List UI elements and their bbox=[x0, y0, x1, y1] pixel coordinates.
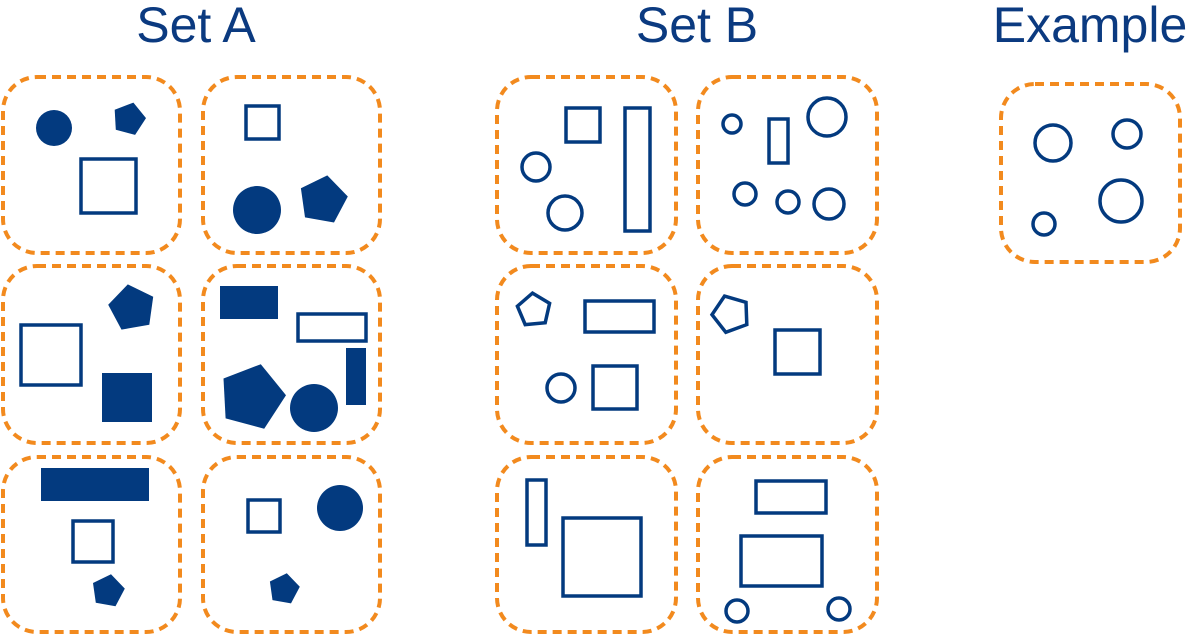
dashed-panel-border bbox=[201, 75, 382, 255]
filled-circle bbox=[317, 485, 363, 531]
dashed-panel-border bbox=[495, 455, 678, 634]
dashed-panel-border bbox=[696, 455, 879, 634]
filled-pentagon bbox=[300, 175, 348, 223]
dashed-panel-border bbox=[495, 264, 678, 445]
outline-circle bbox=[545, 372, 577, 404]
filled-rectangle bbox=[346, 348, 366, 405]
filled-circle bbox=[36, 110, 72, 146]
dashed-panel-border bbox=[495, 75, 678, 255]
outline-rectangle bbox=[739, 534, 824, 588]
outline-pentagon bbox=[515, 290, 552, 327]
example-title: Example bbox=[992, 0, 1188, 53]
set-b-title: Set B bbox=[635, 0, 759, 53]
filled-circle bbox=[290, 384, 338, 432]
dashed-panel-border bbox=[1, 264, 182, 445]
dashed-panel-border bbox=[201, 264, 382, 445]
outline-rectangle bbox=[623, 106, 652, 233]
dashed-panel-border bbox=[696, 264, 879, 445]
outline-rectangle bbox=[754, 479, 828, 515]
filled-rectangle bbox=[102, 373, 152, 422]
outline-circle bbox=[732, 181, 758, 207]
filled-rectangle bbox=[41, 468, 149, 501]
dashed-panel-border bbox=[1, 75, 182, 255]
outline-circle bbox=[1031, 211, 1057, 237]
outline-circle bbox=[806, 96, 848, 138]
outline-circle bbox=[826, 596, 852, 622]
outline-circle bbox=[1098, 178, 1144, 224]
outline-pentagon bbox=[709, 294, 749, 335]
outline-rectangle bbox=[767, 117, 790, 165]
outline-rectangle bbox=[591, 364, 639, 411]
outline-circle bbox=[812, 187, 846, 221]
outline-rectangle bbox=[296, 312, 368, 343]
filled-pentagon bbox=[93, 574, 125, 607]
outline-circle bbox=[546, 194, 584, 232]
outline-rectangle bbox=[525, 478, 548, 547]
outline-rectangle bbox=[79, 157, 138, 215]
dashed-panel-border bbox=[696, 75, 879, 255]
outline-rectangle bbox=[246, 498, 282, 534]
outline-circle bbox=[775, 189, 801, 215]
outline-rectangle bbox=[583, 299, 656, 334]
outline-circle bbox=[1111, 118, 1143, 150]
filled-pentagon bbox=[269, 573, 300, 604]
outline-circle bbox=[721, 113, 743, 135]
outline-circle bbox=[520, 151, 552, 183]
filled-pentagon bbox=[223, 364, 286, 429]
set-a-title: Set A bbox=[136, 0, 256, 53]
outline-circle bbox=[1033, 123, 1073, 163]
outline-circle bbox=[724, 598, 750, 624]
outline-rectangle bbox=[244, 104, 281, 141]
filled-rectangle bbox=[220, 286, 278, 319]
filled-circle bbox=[233, 186, 281, 234]
filled-pentagon bbox=[108, 284, 154, 330]
outline-rectangle bbox=[19, 323, 83, 387]
outline-rectangle bbox=[773, 328, 822, 376]
outline-rectangle bbox=[561, 516, 643, 598]
outline-rectangle bbox=[71, 519, 115, 564]
dashed-panel-border bbox=[999, 82, 1182, 264]
dashed-panel-border bbox=[1, 455, 182, 634]
outline-rectangle bbox=[564, 106, 602, 144]
dashed-panel-border bbox=[201, 455, 382, 634]
filled-pentagon bbox=[114, 102, 146, 135]
